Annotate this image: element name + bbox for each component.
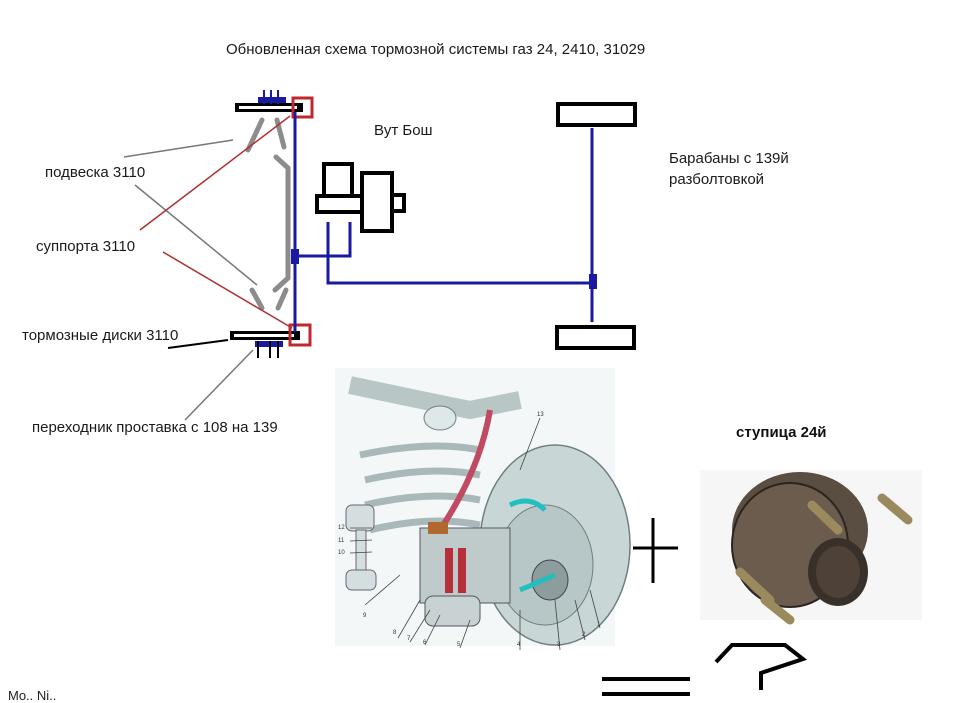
callout-5: 5 bbox=[457, 642, 461, 648]
diagram-title: Обновленная схема тормозной системы газ … bbox=[226, 41, 646, 58]
callout-8: 8 bbox=[393, 630, 397, 636]
label-adapter: переходник проставка с 108 на 139 bbox=[32, 419, 278, 436]
callout-3: 3 bbox=[557, 642, 561, 648]
callout-10: 10 bbox=[338, 550, 345, 556]
callout-6: 6 bbox=[423, 640, 427, 646]
callout-2: 2 bbox=[582, 632, 586, 638]
callout-4: 4 bbox=[517, 642, 521, 648]
brake-lines bbox=[293, 112, 594, 332]
callout-1: 1 bbox=[597, 622, 601, 628]
callout-9: 9 bbox=[363, 613, 367, 619]
callout-12: 12 bbox=[338, 525, 345, 531]
label-drums-line2: разболтовкой bbox=[669, 171, 765, 188]
callout-numbers: 13 12 11 10 9 8 7 6 5 4 3 2 1 bbox=[335, 368, 615, 648]
equals-sign-icon bbox=[602, 677, 690, 696]
equals-text: = bbox=[640, 680, 641, 681]
plus-sign-icon bbox=[633, 518, 678, 583]
brake-assembly-illustration bbox=[335, 368, 631, 651]
tee-fitting-front bbox=[291, 249, 299, 264]
suspension-arms bbox=[245, 117, 291, 311]
label-calipers: суппорта 3110 bbox=[36, 238, 136, 255]
caliper-bottom bbox=[288, 323, 312, 347]
label-booster: Вут Бош bbox=[374, 122, 433, 139]
callout-7: 7 bbox=[407, 636, 411, 642]
question-mark-icon bbox=[714, 643, 808, 690]
hub-photo bbox=[700, 470, 922, 625]
label-hub: ступица 24й bbox=[736, 424, 827, 441]
rear-drum-bottom bbox=[555, 325, 636, 350]
brake-booster bbox=[315, 162, 406, 233]
rear-drum-top bbox=[556, 102, 637, 127]
front-bottom-disc bbox=[230, 323, 312, 358]
tee-fitting-rear bbox=[589, 274, 597, 289]
question-text: ? bbox=[760, 660, 761, 661]
label-discs: тормозные диски 3110 bbox=[22, 327, 179, 344]
callout-11: 11 bbox=[338, 538, 345, 544]
caliper-top bbox=[291, 96, 314, 119]
front-top-disc bbox=[235, 90, 314, 119]
callout-13: 13 bbox=[537, 412, 544, 418]
label-suspension: подвеска 3110 bbox=[45, 164, 146, 181]
pointer-lines bbox=[123, 115, 293, 421]
label-drums-line1: Барабаны с 139й bbox=[669, 150, 789, 167]
plus-text: + bbox=[642, 530, 643, 531]
